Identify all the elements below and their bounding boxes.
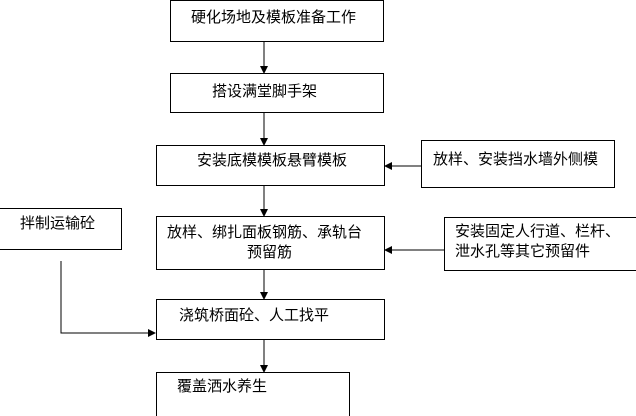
step-5-label: 浇筑桥面砼、人工找平 (179, 306, 330, 324)
step-3-box: 安装底模模板悬臂模板 (156, 145, 385, 186)
arrow-left1-s5 (60, 261, 156, 337)
step-2-label: 搭设满堂脚手架 (212, 82, 318, 100)
step-1-label: 硬化场地及模板准备工作 (191, 8, 357, 26)
step-2-box: 搭设满堂脚手架 (170, 73, 384, 113)
side-left1-label: 拌制运输砼 (20, 214, 96, 232)
side-right1-box: 放样、安装挡水墙外侧模 (421, 140, 615, 188)
step-6-label: 覆盖洒水养生 (177, 377, 268, 395)
step-4-label-line2: 预留筋 (247, 243, 293, 261)
side-left1-box: 拌制运输砼 (0, 208, 122, 250)
step-4-label-line1: 放样、绑扎面板钢筋、承轨台 (167, 223, 363, 241)
step-4-box: 放样、绑扎面板钢筋、承轨台 预留筋 (156, 216, 385, 270)
side-right2-label-line2: 泄水孔等其它预留件 (455, 242, 591, 260)
side-right2-label-line1: 安装固定人行道、栏杆、 (455, 222, 621, 240)
step-3-label: 安装底模模板悬臂模板 (197, 151, 348, 169)
side-right1-label: 放样、安装挡水墙外侧模 (433, 150, 599, 168)
side-right2-box: 安装固定人行道、栏杆、 泄水孔等其它预留件 (444, 217, 636, 271)
step-5-box: 浇筑桥面砼、人工找平 (156, 299, 385, 340)
step-1-box: 硬化场地及模板准备工作 (170, 0, 384, 42)
step-6-box: 覆盖洒水养生 (156, 372, 350, 416)
